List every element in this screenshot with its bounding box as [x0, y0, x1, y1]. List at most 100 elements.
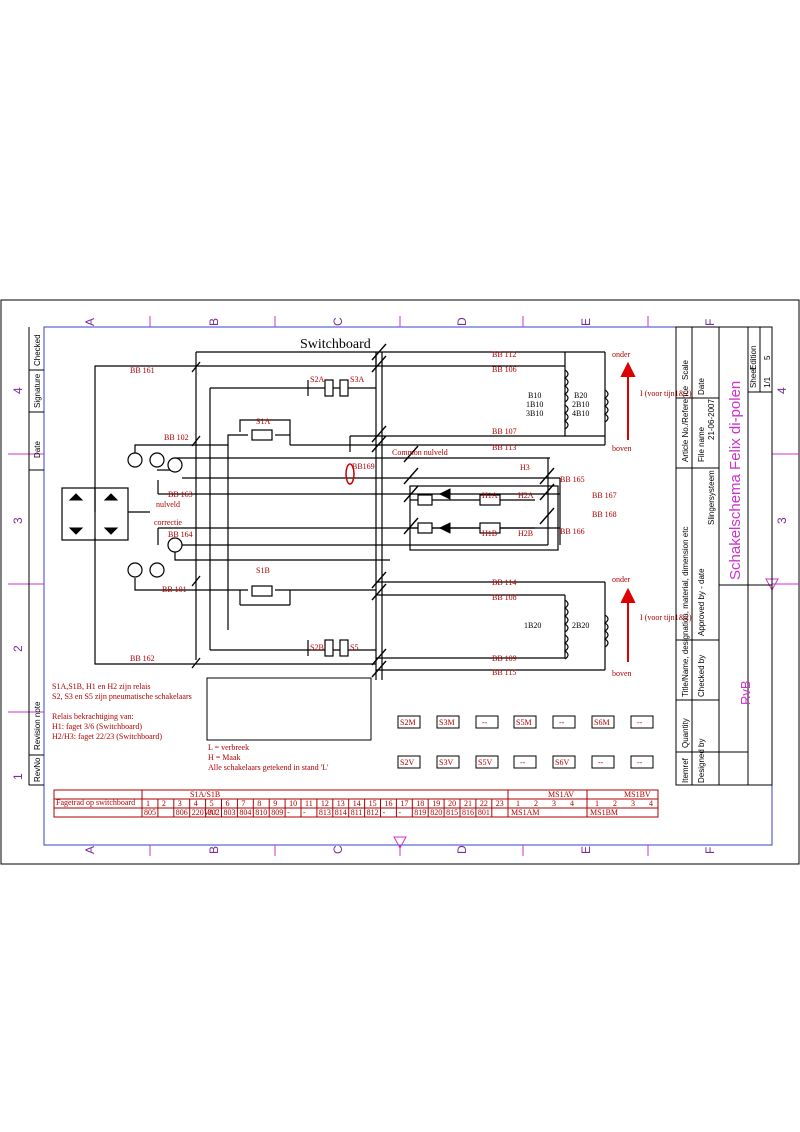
label-1b10: 1B10 [526, 400, 543, 409]
label-bb167: BB 167 [592, 491, 617, 500]
label-bb168: BB 168 [592, 510, 617, 519]
status-row-1 [397, 715, 654, 729]
fag-cell-val: 813 [319, 808, 331, 817]
label-s2b: S2B [310, 643, 324, 652]
note-line-5: H1: faget 3/6 (Switchboard) [52, 722, 142, 731]
zone-row-1: 1 [11, 773, 25, 780]
tb-designed-by: Designed by [697, 739, 706, 783]
fag-cell-num: 17 [400, 799, 408, 808]
fag-cell-num: 6 [226, 799, 230, 808]
status-r2-6: -- [637, 758, 643, 767]
fag-header-left: Fagetrad op switchboard [56, 798, 135, 807]
label-b10: B10 [528, 391, 541, 400]
zone-row-2: 2 [11, 645, 25, 652]
fag-cell-num: 16 [385, 799, 393, 808]
fag-ms-num: 4 [649, 799, 653, 808]
terminal-2 [149, 452, 165, 468]
label-s5: S5 [350, 643, 358, 652]
inner-frame [43, 326, 773, 846]
strip-revision-note: Revision note [33, 701, 42, 750]
tb-scale: Scale [681, 359, 690, 380]
tb-project-title: Schakelschema Felix di-polen [727, 381, 744, 580]
label-bb107: BB 107 [492, 427, 517, 436]
label-bb166: BB 166 [560, 527, 585, 536]
outer-frame [0, 299, 800, 865]
status-r1-2: -- [482, 718, 488, 727]
legend-line-3: Alle schakelaars getekend in stand 'L' [208, 763, 329, 772]
tb-title-name: Title/Name, designation, material, dimen… [681, 527, 690, 697]
zone-col-d-bot: D [455, 845, 469, 854]
zone-col-f-bot: F [703, 847, 717, 854]
fag-cell-val: 812 [367, 808, 379, 817]
label-voor-bot: I (voor tijn1&2) [640, 613, 692, 622]
fag-cell-val: 220VAC [192, 808, 220, 817]
zone-col-c-top: C [331, 317, 345, 326]
fag-cell-num: 22 [480, 799, 488, 808]
label-h2a: H2A [518, 491, 534, 500]
page-title: Switchboard [300, 337, 371, 352]
fag-cell-val: - [383, 808, 386, 817]
label-common-nulveld: Common nulveld [392, 448, 448, 457]
fag-cell-num: 2 [162, 799, 166, 808]
label-bb164: BB 164 [168, 530, 193, 539]
label-bb102: BB 102 [164, 433, 189, 442]
label-bb161: BB 161 [130, 366, 155, 375]
zone-col-a-top: A [83, 318, 97, 326]
fag-ms-num: 2 [534, 799, 538, 808]
fag-cell-num: 23 [496, 799, 504, 808]
status-r1-1: S3M [439, 718, 455, 727]
center-mark-bottom [393, 836, 407, 850]
label-boven-bot: boven [612, 669, 632, 678]
fag-cell-val: 811 [351, 808, 363, 817]
tb-sheet-label: Sheet [749, 366, 758, 388]
status-r2-0: S2V [400, 758, 414, 767]
fag-cell-val: 816 [462, 808, 474, 817]
fag-cell-num: 14 [353, 799, 361, 808]
fag-cell-num: 4 [194, 799, 198, 808]
status-r2-2: S5V [478, 758, 492, 767]
zone-col-d-top: D [455, 317, 469, 326]
label-h1b: H1B [482, 529, 497, 538]
fag-cell-val: 814 [335, 808, 347, 817]
fag-cell-val: 810 [255, 808, 267, 817]
status-r2-5: -- [598, 758, 604, 767]
fag-cell-val: 803 [224, 808, 236, 817]
label-3b10: 3B10 [526, 409, 543, 418]
label-bb114: BB 114 [492, 578, 516, 587]
label-bb109: BB 109 [492, 654, 517, 663]
label-bb108: BB 108 [492, 593, 517, 602]
status-r1-3: S5M [516, 718, 532, 727]
tb-edition-label: Edition [749, 346, 758, 370]
fag-cell-val: 809 [271, 808, 283, 817]
fag-cell-num: 7 [241, 799, 245, 808]
tb-quantity: Quantity [681, 718, 690, 748]
fag-ms-num: 1 [595, 799, 599, 808]
tb-itemref: Itemref [681, 757, 690, 783]
fag-ms-num: 2 [613, 799, 617, 808]
terminal-3 [167, 457, 183, 473]
note-line-1: S1A,S1B, H1 en H2 zijn relais [52, 682, 150, 691]
label-2b10: 2B10 [572, 400, 589, 409]
label-1b20: 1B20 [524, 621, 541, 630]
label-nulveld: nulveld [156, 500, 180, 509]
status-r1-4: -- [559, 718, 565, 727]
note-line-4: Relais bekrachtiging van: [52, 712, 134, 721]
fag-cell-val: 806 [176, 808, 188, 817]
label-bb169: BB169 [352, 462, 375, 471]
label-onder-bot: onder [612, 575, 631, 584]
fag-cell-val: 815 [446, 808, 458, 817]
strip-signature: Signature [33, 373, 42, 408]
legend-line-2: H = Maak [208, 753, 241, 762]
fag-cell-num: 18 [416, 799, 424, 808]
note-line-2: S2, S3 en S5 zijn pneumatische schakelaa… [52, 692, 192, 701]
label-bb162: BB 162 [130, 654, 155, 663]
fag-cell-num: 12 [321, 799, 329, 808]
label-4b10: 4B10 [572, 409, 589, 418]
status-r2-4: S6V [555, 758, 569, 767]
label-h1a: H1A [482, 491, 498, 500]
fag-cell-num: 1 [146, 799, 150, 808]
fag-cell-num: 21 [464, 799, 472, 808]
zone-row-4: 4 [11, 387, 25, 394]
tb-designer-initials: RvB [738, 680, 753, 705]
